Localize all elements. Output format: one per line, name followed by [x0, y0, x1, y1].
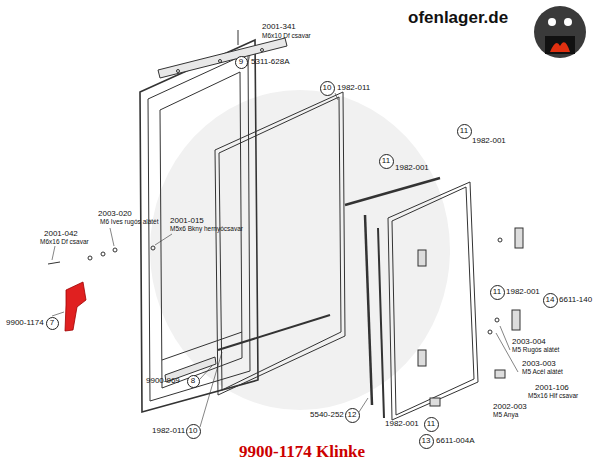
watermark-mascot: [150, 90, 450, 410]
callout-number: 10: [323, 84, 332, 92]
part-description: M5x6 Bkny hernyócsavar: [170, 226, 243, 233]
part-number: 5311-628A: [251, 58, 290, 66]
callout-number: 11: [427, 420, 435, 428]
part-number: 1982-001: [395, 164, 429, 172]
callout-circle: 8: [187, 375, 200, 388]
watermark-text: ofenlager.de: [408, 9, 508, 26]
part-number: 1982-001: [472, 137, 506, 145]
callout-circle: 11: [379, 154, 394, 169]
callout-circle: 11: [457, 124, 472, 139]
callout-number: 13: [422, 437, 431, 445]
glass-pane-inner: [392, 187, 474, 415]
callout-circle: 9: [235, 56, 248, 69]
screw: [48, 262, 60, 264]
callout-circle: 11: [490, 285, 505, 300]
callout-number: 8: [191, 377, 195, 385]
part-number: 1982-011: [337, 84, 370, 92]
callout-number: 11: [493, 288, 501, 296]
callout-number: 9: [239, 58, 243, 66]
part-description: M5 Anya: [493, 412, 518, 419]
callout-circle: 14: [543, 293, 558, 308]
door-frame: [140, 40, 258, 412]
part-number: 2003-020: [98, 210, 132, 218]
door-frame-opening: [160, 72, 242, 388]
callout-circle: 7: [46, 317, 59, 330]
part-description: M5 Acél alátét: [522, 369, 563, 376]
callout-circle: 12: [345, 408, 360, 423]
part-number: 9900-1174: [6, 319, 44, 327]
part-number: 6611-004A: [436, 437, 475, 445]
clip: [430, 398, 440, 406]
gasket-inner: [219, 97, 341, 390]
callout-number: 11: [382, 157, 390, 165]
clip: [418, 350, 426, 366]
part-number: 6611-140: [559, 296, 592, 304]
callout-circle: 13: [419, 434, 434, 449]
part-description: M6x10 Df csavar: [262, 33, 311, 40]
part-number: 2001-015: [170, 217, 204, 225]
gasket-strip: [378, 228, 384, 418]
gasket: [215, 92, 345, 395]
handle-part: [65, 282, 86, 331]
callout-number: 7: [50, 319, 54, 327]
clip: [418, 250, 426, 266]
part-number: 2003-003: [522, 360, 556, 368]
part-number: 2001-042: [44, 230, 78, 238]
callout-number: 11: [460, 127, 468, 135]
callout-circle: 11: [424, 417, 439, 432]
part-number: 1982-001: [506, 288, 540, 296]
part-number: 9900-969: [146, 377, 180, 385]
callout-circle: 10: [186, 424, 201, 439]
gasket-strip: [218, 315, 330, 350]
part-description: M6 Ives rugós alátét: [100, 219, 159, 226]
door-frame-inner: [148, 53, 250, 401]
part-number: 1982-011: [152, 427, 185, 435]
gasket-strip: [365, 215, 372, 405]
part-number: 2002-003: [493, 403, 527, 411]
part-description: M5 Rugós alátét: [512, 347, 559, 354]
clip: [512, 310, 520, 330]
part-description: M5x16 Hlf csavar: [528, 393, 578, 400]
caption: 9900-1174 Klinke: [239, 443, 365, 460]
part-description: M6x16 Df csavar: [40, 239, 89, 246]
part-number: 1982-001: [385, 420, 419, 428]
part-number: 2003-004: [512, 338, 546, 346]
logo-mascot: [534, 6, 586, 58]
part-number: 5540-252: [310, 411, 344, 419]
callout-number: 10: [189, 427, 198, 435]
callout-circle: 10: [320, 81, 335, 96]
glass-pane: [388, 182, 478, 420]
clip: [515, 228, 523, 248]
screw: [238, 30, 239, 45]
callout-number: 14: [546, 296, 555, 304]
callout-number: 12: [348, 411, 357, 419]
part-number: 2001-106: [535, 384, 569, 392]
part-number: 2001-341: [262, 23, 296, 31]
clip: [495, 370, 505, 378]
